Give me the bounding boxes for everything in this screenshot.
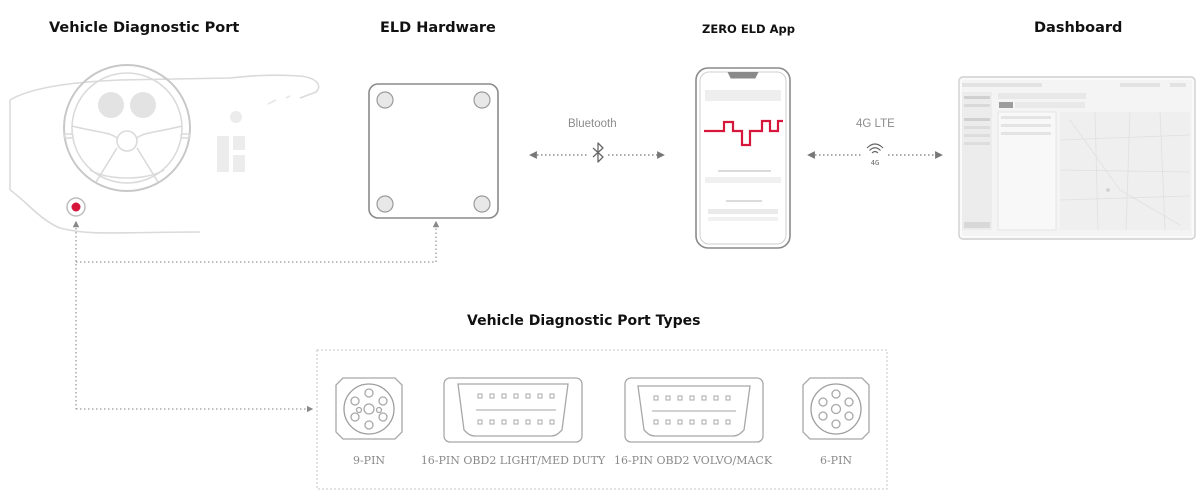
phone-app-illustration xyxy=(695,67,791,249)
bluetooth-icon xyxy=(592,142,604,163)
network-badge: 4G xyxy=(871,159,879,167)
connector-16-pin-light-med-icon xyxy=(443,377,583,443)
map-roads xyxy=(1059,111,1191,231)
connector-16-pin-volvo-mack-icon xyxy=(624,377,764,443)
connector-6-pin-icon xyxy=(802,377,870,440)
heading-eld-hardware: ELD Hardware xyxy=(380,20,496,36)
port-label-16-pin-light-med: 16-PIN OBD2 LIGHT/MED DUTY xyxy=(420,454,606,467)
lte-label: 4G LTE xyxy=(856,118,895,130)
lte-connector xyxy=(807,143,943,159)
port-types-frame xyxy=(316,349,888,490)
port-types-title: Vehicle Diagnostic Port Types xyxy=(467,313,701,329)
port-connector-lines xyxy=(72,220,440,413)
bluetooth-label: Bluetooth xyxy=(568,118,617,130)
diagnostic-port-icon xyxy=(66,197,86,217)
wifi-icon xyxy=(866,143,884,154)
duty-status-graph xyxy=(704,119,783,147)
port-label-6-pin: 6-PIN xyxy=(819,454,853,467)
heading-dashboard: Dashboard xyxy=(1034,20,1123,36)
heading-zero-eld-app: ZERO ELD App xyxy=(702,22,795,36)
bluetooth-connector xyxy=(529,142,665,163)
vehicle-dashboard-illustration xyxy=(9,64,320,234)
port-label-9-pin: 9-PIN xyxy=(352,454,386,467)
heading-vehicle-diagnostic-port: Vehicle Diagnostic Port xyxy=(49,20,240,36)
connector-9-pin-icon xyxy=(335,377,403,440)
eld-hardware-device xyxy=(368,83,499,219)
port-label-16-pin-volvo-mack: 16-PIN OBD2 VOLVO/MACK xyxy=(613,454,773,467)
web-dashboard-illustration xyxy=(958,76,1196,240)
